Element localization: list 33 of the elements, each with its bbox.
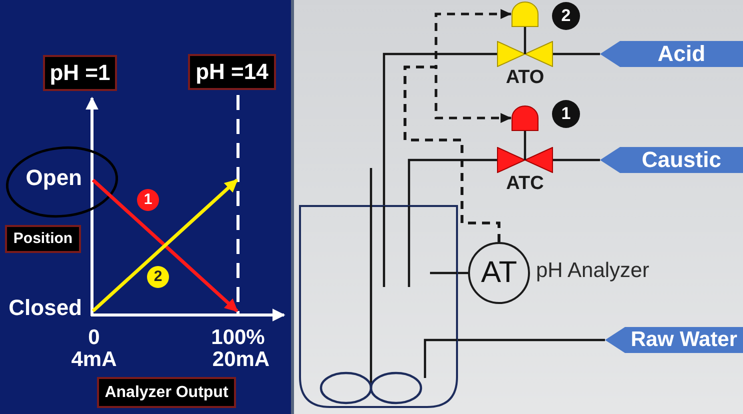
valve-actuator <box>511 105 539 131</box>
pipe-line <box>458 338 605 342</box>
series-number-badge: 1 <box>137 189 159 211</box>
pipe-line <box>408 158 497 205</box>
axis-title: Analyzer Output <box>97 377 236 408</box>
valve-type-label: ATC <box>506 173 544 195</box>
dashed-signal-line <box>404 66 512 242</box>
mixing-tank <box>299 205 458 408</box>
instrument-bubble: AT <box>468 242 530 304</box>
axis-end-label: Open <box>26 165 82 190</box>
pipe-line <box>553 52 600 56</box>
control-valve <box>497 41 553 67</box>
inlet-tag: Caustic <box>600 147 743 173</box>
series-number-badge: 2 <box>147 266 169 288</box>
boxed-label: pH =1 <box>43 55 117 91</box>
pipe-line <box>524 131 526 147</box>
control-valve <box>497 147 553 173</box>
axis-title: Position <box>5 225 81 253</box>
tick-label: 100% <box>211 326 265 350</box>
axis-end-label: Closed <box>8 295 82 320</box>
instrument-label: pH Analyzer <box>536 259 650 284</box>
inlet-tag: Acid <box>600 41 743 67</box>
inlet-tag: Raw Water <box>605 327 743 353</box>
boxed-label: pH =14 <box>188 54 276 90</box>
pipe-line <box>458 272 468 274</box>
pipe-line <box>382 52 497 205</box>
current-label: 4mA <box>71 348 117 372</box>
valve-type-label: ATO <box>506 67 544 89</box>
valve-actuator <box>511 1 539 27</box>
current-label: 20mA <box>212 348 270 372</box>
pipe-line <box>524 27 526 41</box>
tick-label: 0 <box>88 326 100 350</box>
pipe-line <box>553 158 600 162</box>
